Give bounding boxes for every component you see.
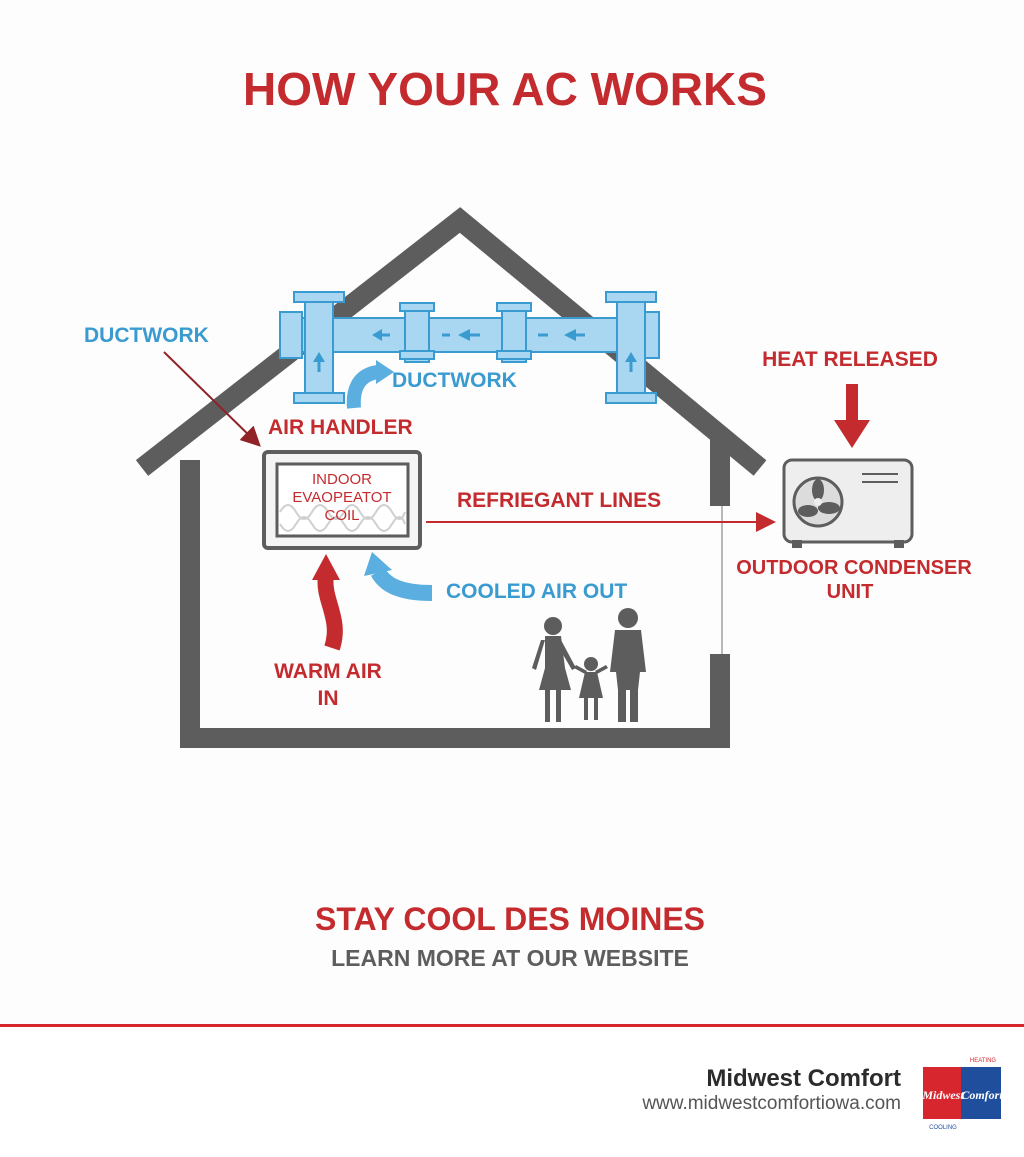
warm-air-label-line2: IN (318, 687, 339, 710)
ductwork-label-center: DUCTWORK (392, 369, 517, 392)
air-handler-label: AIR HANDLER (268, 416, 413, 439)
heat-released-arrow (834, 384, 870, 448)
logo-word-2: Comfort (961, 1088, 1003, 1102)
warm-air-label-line1: WARM AIR (274, 660, 382, 683)
supply-air-arrow (346, 360, 394, 409)
ductwork-label-left: DUCTWORK (84, 324, 209, 347)
coil-label-line2: EVAOPEATOT (292, 489, 391, 506)
tagline-subline: LEARN MORE AT OUR WEBSITE (331, 945, 689, 971)
cooled-air-arrow (364, 552, 433, 601)
footer: Midwest Comfort www.midwestcomfortiowa.c… (0, 1024, 1024, 1157)
coil-label-line1: INDOOR (312, 471, 372, 488)
brand-url[interactable]: www.midwestcomfortiowa.com (642, 1093, 901, 1114)
condenser-label-line1: OUTDOOR CONDENSER (736, 557, 972, 579)
logo-top-text: HEATING (970, 1058, 997, 1064)
ductwork-pointer-line (163, 351, 261, 447)
outdoor-condenser-unit (782, 458, 914, 548)
cooled-air-out-label: COOLED AIR OUT (446, 580, 627, 603)
logo-bottom-text: COOLING (929, 1125, 957, 1131)
family-silhouette (532, 608, 646, 722)
refrigerant-lines-label: REFRIEGANT LINES (457, 489, 661, 512)
logo-word-1: Midwest (921, 1088, 964, 1102)
condenser-label-line2: UNIT (827, 581, 874, 603)
midwest-comfort-logo: HEATING Midwest Comfort COOLING (921, 1053, 1003, 1133)
warm-air-arrow (312, 554, 343, 651)
heat-released-label: HEAT RELEASED (762, 348, 938, 371)
brand-name: Midwest Comfort (706, 1065, 901, 1092)
tagline-headline: STAY COOL DES MOINES (315, 901, 705, 937)
coil-label-line3: COIL (324, 507, 359, 524)
air-handler-unit (262, 450, 422, 550)
ductwork (279, 291, 660, 404)
house-outline (135, 207, 767, 748)
page-title: HOW YOUR AC WORKS (243, 63, 767, 115)
